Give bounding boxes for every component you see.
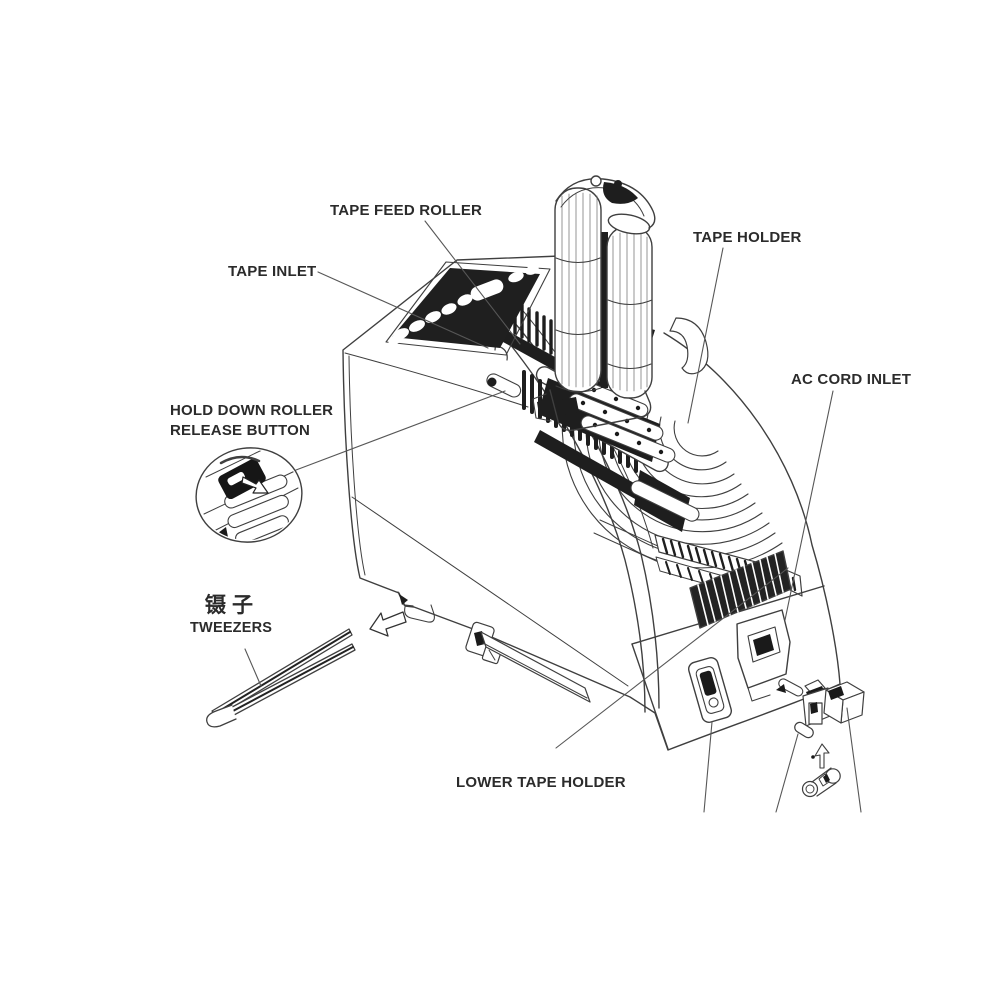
left-edge-inner: [348, 355, 366, 576]
feed-shadow-b: [534, 430, 650, 504]
tweezers-drawing: [206, 628, 356, 728]
install-up-arrow: [814, 743, 830, 769]
label-lower-tape-holder: LOWER TAPE HOLDER: [456, 774, 626, 791]
tape-holder-arm: [532, 175, 709, 431]
slide-out-arrow: [369, 611, 407, 637]
cutaway-band-outer: [470, 298, 646, 713]
ac-socket: [736, 609, 791, 702]
leader-tweezers: [244, 648, 262, 687]
arm-roller-left: [554, 187, 602, 393]
leader-lines: [244, 220, 834, 749]
release-button: [218, 458, 266, 500]
fuse: [801, 767, 841, 798]
lower-tape-holder-rail: [465, 621, 591, 703]
arm-side-hook: [669, 317, 709, 375]
label-tape-inlet: TAPE INLET: [228, 263, 317, 280]
floor-capsule: [630, 480, 700, 522]
arm-top-link: [555, 177, 656, 229]
label-tape-feed-roller: TAPE FEED ROLLER: [330, 202, 483, 219]
label-hold-down-roller-line2: RELEASE BUTTON: [170, 421, 311, 439]
detail-circle: [195, 390, 506, 545]
detail-connector-line: [295, 390, 506, 471]
leader-lower-tape-holder: [555, 567, 789, 749]
arm-roller-right: [606, 225, 653, 399]
arm-gap: [601, 232, 608, 388]
press-arrow: [241, 476, 269, 494]
label-tweezers-chinese: 镊子: [205, 594, 259, 617]
front-crease: [351, 496, 629, 687]
top-control-panel: [385, 261, 551, 356]
body-outline: [342, 255, 841, 751]
blade-bar-3: [580, 415, 676, 463]
back-panel-left-edge: [631, 643, 669, 750]
label-tape-holder: TAPE HOLDER: [693, 229, 802, 246]
tweezers-handle: [206, 704, 237, 728]
bottom-tab: [404, 604, 435, 623]
label-ac-cord-inlet: AC CORD INLET: [791, 371, 912, 388]
label-tweezers: TWEEZERS: [190, 620, 273, 636]
leader-tape-feed-roller: [424, 220, 521, 345]
leader-ac-cord-inlet: [784, 390, 834, 621]
back-panel: [631, 550, 825, 750]
hold-down-roller-cap: [487, 377, 497, 387]
vent-ribs: [697, 553, 784, 626]
label-hold-down-roller-release: HOLD DOWN ROLLER RELEASE BUTTON: [170, 401, 333, 441]
arm-top-shadow: [603, 182, 638, 204]
arm-base-bracket: [549, 389, 652, 431]
power-switch: [687, 657, 733, 723]
leader-tape-inlet: [317, 271, 489, 349]
panel-frame: [385, 261, 551, 356]
top-crease: [344, 352, 529, 408]
socket-pin-rod: [776, 678, 804, 697]
leader-tape-holder: [687, 247, 724, 424]
panel-buttons: [388, 265, 539, 346]
fuse-holder: [703, 679, 865, 813]
notch-shadow: [399, 594, 408, 605]
rail-bar: [480, 631, 591, 703]
arm-pawl: [532, 393, 552, 422]
dangling-leader-lines: [703, 707, 862, 813]
label-hold-down-roller-line1: HOLD DOWN ROLLER: [170, 402, 334, 419]
arm-knob: [590, 175, 602, 187]
